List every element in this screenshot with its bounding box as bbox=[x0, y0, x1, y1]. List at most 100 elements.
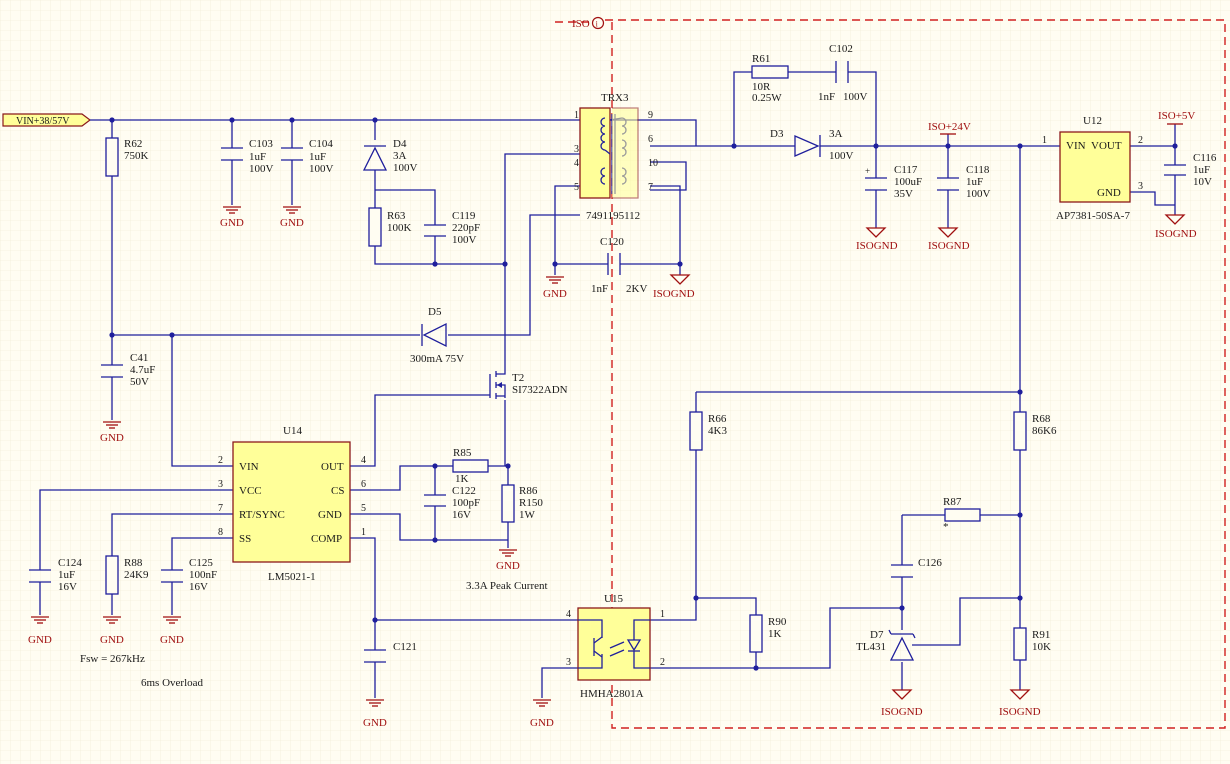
svg-text:TL431: TL431 bbox=[856, 641, 886, 653]
resistor-r86[interactable]: R86 R150 1W bbox=[501, 484, 543, 523]
svg-text:3: 3 bbox=[1138, 181, 1143, 192]
capacitor-c119[interactable]: C119 220pF 100V bbox=[424, 210, 480, 246]
svg-text:100V: 100V bbox=[966, 188, 991, 200]
capacitor-c126[interactable]: C126 bbox=[891, 557, 942, 578]
iso24-net: ISO+24V bbox=[928, 121, 971, 135]
svg-text:C119: C119 bbox=[452, 210, 476, 222]
svg-text:5: 5 bbox=[574, 182, 579, 193]
svg-text:1uF: 1uF bbox=[249, 151, 266, 163]
resistor-r88[interactable]: R88 24K9 bbox=[105, 555, 149, 595]
svg-text:LM5021-1: LM5021-1 bbox=[268, 571, 316, 583]
iso-marker: i bbox=[596, 20, 599, 29]
svg-text:C124: C124 bbox=[58, 557, 82, 569]
svg-text:2KV: 2KV bbox=[626, 283, 647, 295]
svg-text:10V: 10V bbox=[1193, 176, 1212, 188]
diode-d5[interactable]: D5 300mA 75V bbox=[410, 306, 464, 365]
diode-d3[interactable]: D3 3A 100V bbox=[770, 128, 854, 162]
transformer-trx3[interactable]: TRX3 1 3 4 5 9 6 10 7 7491195112 bbox=[574, 92, 658, 222]
resistor-r63[interactable]: R63 100K bbox=[368, 207, 412, 247]
capacitor-c41[interactable]: C41 4.7uF 50V bbox=[101, 352, 155, 388]
svg-text:3A: 3A bbox=[829, 128, 843, 140]
svg-text:1W: 1W bbox=[519, 509, 536, 521]
svg-text:R90: R90 bbox=[768, 616, 787, 628]
resistor-r68[interactable]: R68 86K6 bbox=[1013, 411, 1057, 451]
svg-text:R87: R87 bbox=[943, 496, 962, 508]
resistor-r87[interactable]: R87 * bbox=[943, 496, 981, 533]
svg-text:CS: CS bbox=[331, 485, 344, 497]
capacitor-c117[interactable]: + C117 100uF 35V bbox=[865, 164, 922, 200]
svg-text:GND: GND bbox=[28, 634, 52, 646]
svg-text:1: 1 bbox=[1042, 135, 1047, 146]
resistor-r66[interactable]: R66 4K3 bbox=[689, 411, 727, 451]
resistor-r91[interactable]: R91 10K bbox=[1013, 627, 1051, 661]
svg-text:AP7381-50SA-7: AP7381-50SA-7 bbox=[1056, 210, 1130, 222]
svg-text:C122: C122 bbox=[452, 485, 476, 497]
capacitor-c103[interactable]: C103 1uF 100V bbox=[221, 138, 274, 175]
resistor-r62[interactable]: R62 750K bbox=[105, 137, 149, 177]
svg-text:16V: 16V bbox=[58, 581, 77, 593]
optocoupler-u15[interactable]: U15 HMHA2801A 1 2 3 4 bbox=[566, 593, 665, 700]
svg-text:24K9: 24K9 bbox=[124, 569, 149, 581]
svg-text:C116: C116 bbox=[1193, 152, 1217, 164]
resistor-r90[interactable]: R90 1K bbox=[749, 614, 787, 653]
svg-text:6: 6 bbox=[361, 479, 366, 490]
svg-text:4K3: 4K3 bbox=[708, 425, 727, 437]
svg-text:R62: R62 bbox=[124, 138, 142, 150]
capacitor-c116[interactable]: C116 1uF 10V bbox=[1164, 152, 1217, 188]
diode-d4[interactable]: D4 3A 100V bbox=[362, 138, 418, 174]
capacitor-c120[interactable]: C120 1nF 2KV bbox=[591, 236, 647, 295]
svg-text:100V: 100V bbox=[393, 162, 418, 174]
svg-text:D7: D7 bbox=[870, 629, 884, 641]
resistor-r61[interactable]: R61 10R 0.25W bbox=[751, 53, 789, 104]
svg-text:1: 1 bbox=[574, 110, 579, 121]
svg-text:GND: GND bbox=[363, 717, 387, 729]
svg-text:+: + bbox=[865, 166, 870, 176]
capacitor-c104[interactable]: C104 1uF 100V bbox=[281, 138, 334, 175]
svg-text:*: * bbox=[943, 521, 949, 533]
svg-text:R61: R61 bbox=[752, 53, 770, 65]
capacitor-c121[interactable]: C121 bbox=[364, 641, 417, 663]
svg-text:R68: R68 bbox=[1032, 413, 1051, 425]
svg-text:1uF: 1uF bbox=[309, 151, 326, 163]
svg-text:1uF: 1uF bbox=[1193, 164, 1210, 176]
svg-text:R91: R91 bbox=[1032, 629, 1050, 641]
svg-text:7: 7 bbox=[648, 182, 653, 193]
isognd-symbols: ISOGND ISOGND ISOGND ISOGND ISOGND ISOGN… bbox=[653, 214, 1197, 718]
capacitor-c124[interactable]: C124 1uF 16V bbox=[29, 557, 82, 593]
svg-text:100pF: 100pF bbox=[452, 497, 480, 509]
shunt-regulator-d7[interactable]: D7 TL431 bbox=[856, 629, 916, 661]
svg-text:ISOGND: ISOGND bbox=[653, 288, 695, 300]
capacitor-c122[interactable]: C122 100pF 16V bbox=[424, 485, 480, 521]
vin-port: VIN+38/57V bbox=[2, 113, 91, 127]
svg-text:C120: C120 bbox=[600, 236, 624, 248]
regulator-u12[interactable]: VIN VOUT GND U12 AP7381-50SA-7 1 2 3 bbox=[1042, 115, 1143, 222]
svg-text:C117: C117 bbox=[894, 164, 918, 176]
svg-text:3: 3 bbox=[218, 479, 223, 490]
capacitor-c118[interactable]: C118 1uF 100V bbox=[937, 164, 991, 200]
mosfet-t2[interactable]: T2 SI7322ADN bbox=[489, 370, 568, 399]
svg-text:T2: T2 bbox=[512, 372, 524, 384]
svg-text:VIN: VIN bbox=[1066, 140, 1086, 152]
svg-text:6: 6 bbox=[648, 134, 653, 145]
svg-text:100K: 100K bbox=[387, 222, 412, 234]
svg-text:U14: U14 bbox=[283, 425, 302, 437]
controller-u14[interactable]: U14 LM5021-1 VIN VCC RT/SYNC SS 2 3 7 8 … bbox=[218, 425, 366, 583]
svg-text:VCC: VCC bbox=[239, 485, 262, 497]
capacitor-c102[interactable]: C102 1nF 100V bbox=[818, 43, 868, 103]
svg-text:9: 9 bbox=[648, 110, 653, 121]
svg-text:C125: C125 bbox=[189, 557, 213, 569]
vin-net-label: VIN+38/57V bbox=[16, 116, 70, 127]
svg-text:3: 3 bbox=[566, 657, 571, 668]
capacitor-c125[interactable]: C125 100nF 16V bbox=[161, 557, 217, 593]
svg-text:C121: C121 bbox=[393, 641, 417, 653]
fsw-note: Fsw = 267kHz bbox=[80, 653, 145, 665]
svg-text:100nF: 100nF bbox=[189, 569, 217, 581]
svg-text:2: 2 bbox=[218, 455, 223, 466]
svg-text:R86: R86 bbox=[519, 485, 538, 497]
resistor-r85[interactable]: R85 1K bbox=[452, 447, 489, 485]
svg-text:C102: C102 bbox=[829, 43, 853, 55]
svg-text:100V: 100V bbox=[843, 91, 868, 103]
svg-text:GND: GND bbox=[318, 509, 342, 521]
svg-text:GND: GND bbox=[220, 217, 244, 229]
svg-text:16V: 16V bbox=[189, 581, 208, 593]
